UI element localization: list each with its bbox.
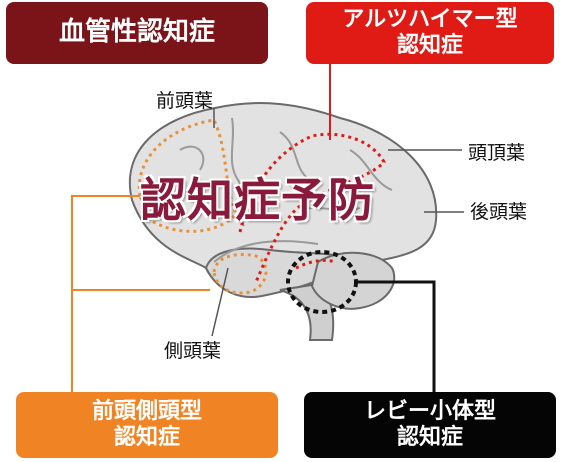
sulcus-3 <box>349 149 393 191</box>
alzheimer-small-dotted <box>295 258 337 270</box>
lewy-label-line2: 認知症 <box>396 425 463 450</box>
sulcus-central <box>230 117 245 227</box>
connector-lewy <box>356 280 436 392</box>
parietal-lobe-label: 頭頂葉 <box>468 142 526 164</box>
sulcus-1 <box>179 145 205 171</box>
lewy-label-line1: レビー小体型 <box>363 398 496 424</box>
sulcus-2 <box>279 131 311 181</box>
alzheimer-label-line1: アルツハイマー型 <box>342 6 518 32</box>
lewy-body-dementia-box: レビー小体型 認知症 <box>304 392 556 458</box>
vascular-dementia-box: 血管性認知症 <box>6 2 268 64</box>
pointer-temporal <box>211 267 229 337</box>
vascular-dementia-label: 血管性認知症 <box>58 17 215 48</box>
temporal-lobe-label: 側頭葉 <box>164 340 222 362</box>
alzheimer-region-dotted <box>238 132 386 283</box>
frontal-lobe-label: 前頭葉 <box>156 90 214 112</box>
cerebellum <box>310 251 396 310</box>
alzheimer-label-line2: 認知症 <box>396 33 463 58</box>
sylvian-fissure <box>213 240 319 263</box>
center-title: 認知症予防 <box>140 173 375 227</box>
occipital-lobe-label: 後頭葉 <box>470 201 528 223</box>
frontotemporal-dementia-box: 前頭側頭型 認知症 <box>16 392 278 458</box>
temporal-region-dotted <box>212 253 268 295</box>
frontotemporal-label-line1: 前頭側頭型 <box>91 398 202 424</box>
sulcus-4 <box>299 207 361 211</box>
frontotemporal-label-line2: 認知症 <box>113 425 180 450</box>
connector-ftd <box>71 195 210 392</box>
alzheimer-dementia-box: アルツハイマー型 認知症 <box>306 2 554 64</box>
frontal-region-dotted <box>137 118 238 233</box>
